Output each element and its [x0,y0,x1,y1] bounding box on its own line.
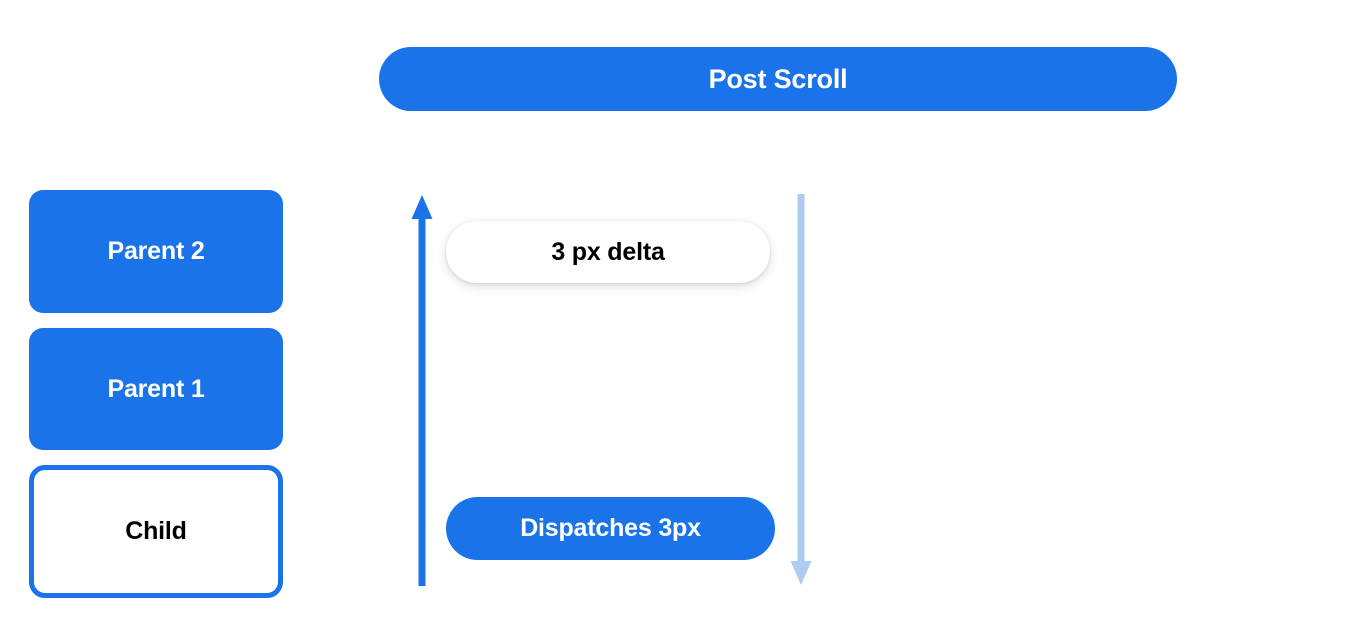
delta-pill-label: 3 px delta [551,237,665,266]
delta-pill: 3 px delta [446,221,770,283]
node-parent-1: Parent 1 [29,328,283,450]
node-child-label: Child [125,517,187,545]
post-scroll-banner: Post Scroll [379,47,1177,111]
post-scroll-banner-label: Post Scroll [708,63,848,94]
propagate-down-arrow-icon [789,194,813,586]
node-child: Child [29,465,283,598]
dispatch-pill-label: Dispatches 3px [520,514,701,542]
node-parent-2-label: Parent 2 [107,237,205,265]
node-parent-2: Parent 2 [29,190,283,313]
node-parent-1-label: Parent 1 [107,374,205,403]
bubble-up-arrow-icon [410,194,434,586]
dispatch-pill: Dispatches 3px [446,497,775,560]
